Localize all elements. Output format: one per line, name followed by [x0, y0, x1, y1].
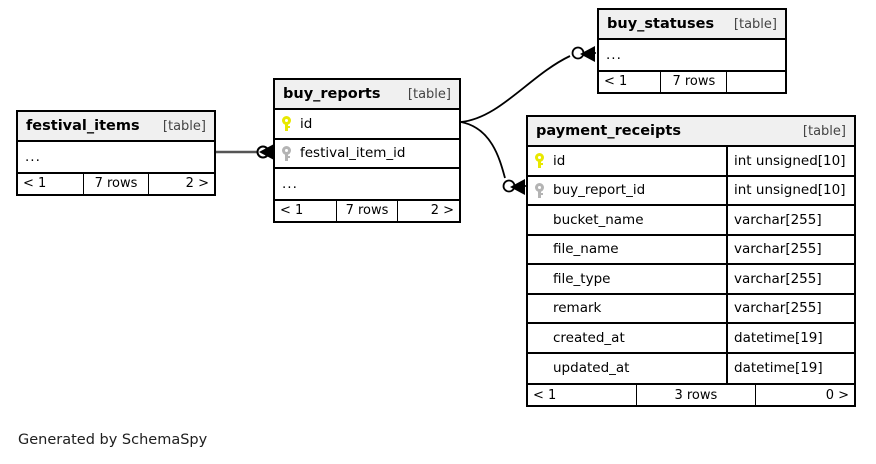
- column-name-cell: file_name: [528, 241, 726, 257]
- table-title: festival_items: [26, 118, 140, 134]
- footer-prev[interactable]: < 1: [280, 203, 304, 218]
- row-ellipsis: ...: [282, 175, 298, 192]
- column-label: id: [300, 115, 313, 132]
- column-type: int unsigned[10]: [726, 147, 854, 175]
- column-type: datetime[19]: [726, 353, 854, 383]
- column-name-cell: id: [528, 153, 726, 169]
- column-label: buy_report_id: [553, 182, 646, 199]
- table-row: bucket_name varchar[255]: [528, 206, 854, 236]
- primary-key-icon: [535, 153, 544, 169]
- column-label: id: [553, 152, 566, 169]
- column-label: bucket_name: [553, 211, 644, 228]
- column-label: file_type: [553, 270, 611, 287]
- column-name-cell: updated_at: [528, 360, 726, 376]
- table-header: buy_reports [table]: [275, 80, 459, 110]
- table-row: remark varchar[255]: [528, 294, 854, 324]
- column-label: file_name: [553, 241, 619, 258]
- table-row: ...: [275, 169, 459, 199]
- column-name-cell: id: [275, 116, 459, 132]
- table-kind-label: [table]: [802, 123, 846, 139]
- table-header: festival_items [table]: [18, 112, 214, 142]
- table-row: buy_report_id int unsigned[10]: [528, 176, 854, 206]
- footer-rowcount: 7 rows: [660, 71, 728, 92]
- table-footer: < 1 7 rows 2 >: [275, 198, 459, 221]
- row-ellipsis: ...: [606, 46, 622, 63]
- footer-rowcount: 7 rows: [335, 200, 399, 221]
- column-type: datetime[19]: [726, 324, 854, 352]
- table-header: buy_statuses [table]: [599, 10, 785, 40]
- footer-rowcount: 3 rows: [635, 385, 757, 405]
- table-row: festival_item_id: [275, 139, 459, 169]
- footer-next[interactable]: [727, 72, 785, 92]
- column-name-cell: buy_report_id: [528, 182, 726, 198]
- footer-rowcount: 7 rows: [82, 173, 150, 194]
- column-label: remark: [553, 300, 602, 317]
- edge-festival-items-buy-reports: [216, 144, 274, 160]
- column-name-cell: bucket_name: [528, 212, 726, 228]
- column-name-cell: created_at: [528, 330, 726, 346]
- column-type: varchar[255]: [726, 235, 854, 263]
- table-row: file_name varchar[255]: [528, 235, 854, 265]
- table-footer: < 1 3 rows 0 >: [528, 383, 854, 405]
- column-name-cell: file_type: [528, 271, 726, 287]
- column-name-cell: festival_item_id: [275, 145, 459, 161]
- table-row: id int unsigned[10]: [528, 147, 854, 177]
- footer-prev[interactable]: < 1: [23, 176, 47, 191]
- table-title: buy_reports: [283, 86, 381, 102]
- column-type: varchar[255]: [726, 265, 854, 293]
- table-kind-label: [table]: [162, 118, 206, 134]
- column-label: updated_at: [553, 360, 630, 377]
- foreign-key-icon: [535, 182, 544, 198]
- table-kind-label: [table]: [733, 16, 777, 32]
- table-kind-label: [table]: [407, 86, 451, 102]
- column-type: int unsigned[10]: [726, 176, 854, 204]
- column-type: varchar[255]: [726, 206, 854, 234]
- column-label: created_at: [553, 329, 625, 346]
- primary-key-icon: [282, 116, 291, 132]
- table-title: payment_receipts: [536, 123, 681, 139]
- footer-prev[interactable]: < 1: [604, 74, 628, 89]
- table-row: ...: [18, 142, 214, 172]
- footer-next[interactable]: 0 >: [825, 387, 849, 403]
- table-header: payment_receipts [table]: [528, 117, 854, 147]
- edge-buy-reports-payment-receipts: [460, 121, 526, 195]
- table-payment-receipts[interactable]: payment_receipts [table] id int unsigned…: [526, 115, 856, 407]
- table-title: buy_statuses: [607, 16, 715, 32]
- table-row: ...: [599, 40, 785, 70]
- table-row: file_type varchar[255]: [528, 265, 854, 295]
- table-buy-reports[interactable]: buy_reports [table] id festival_item_id …: [273, 78, 461, 223]
- table-festival-items[interactable]: festival_items [table] ... < 1 7 rows 2 …: [16, 110, 216, 196]
- column-label: festival_item_id: [300, 145, 406, 162]
- column-type: varchar[255]: [726, 294, 854, 322]
- foreign-key-icon: [282, 145, 291, 161]
- footer-prev[interactable]: < 1: [533, 387, 557, 403]
- table-footer: < 1 7 rows: [599, 69, 785, 92]
- footer-next[interactable]: 2 >: [430, 203, 454, 218]
- footer-next[interactable]: 2 >: [185, 176, 209, 191]
- table-row: created_at datetime[19]: [528, 324, 854, 354]
- column-name-cell: remark: [528, 300, 726, 316]
- table-row: updated_at datetime[19]: [528, 353, 854, 383]
- generated-by-caption: Generated by SchemaSpy: [18, 432, 208, 448]
- table-footer: < 1 7 rows 2 >: [18, 171, 214, 194]
- table-buy-statuses[interactable]: buy_statuses [table] ... < 1 7 rows: [597, 8, 787, 94]
- row-ellipsis: ...: [25, 148, 41, 165]
- table-row: id: [275, 110, 459, 140]
- edge-buy-reports-buy-statuses: [460, 46, 596, 123]
